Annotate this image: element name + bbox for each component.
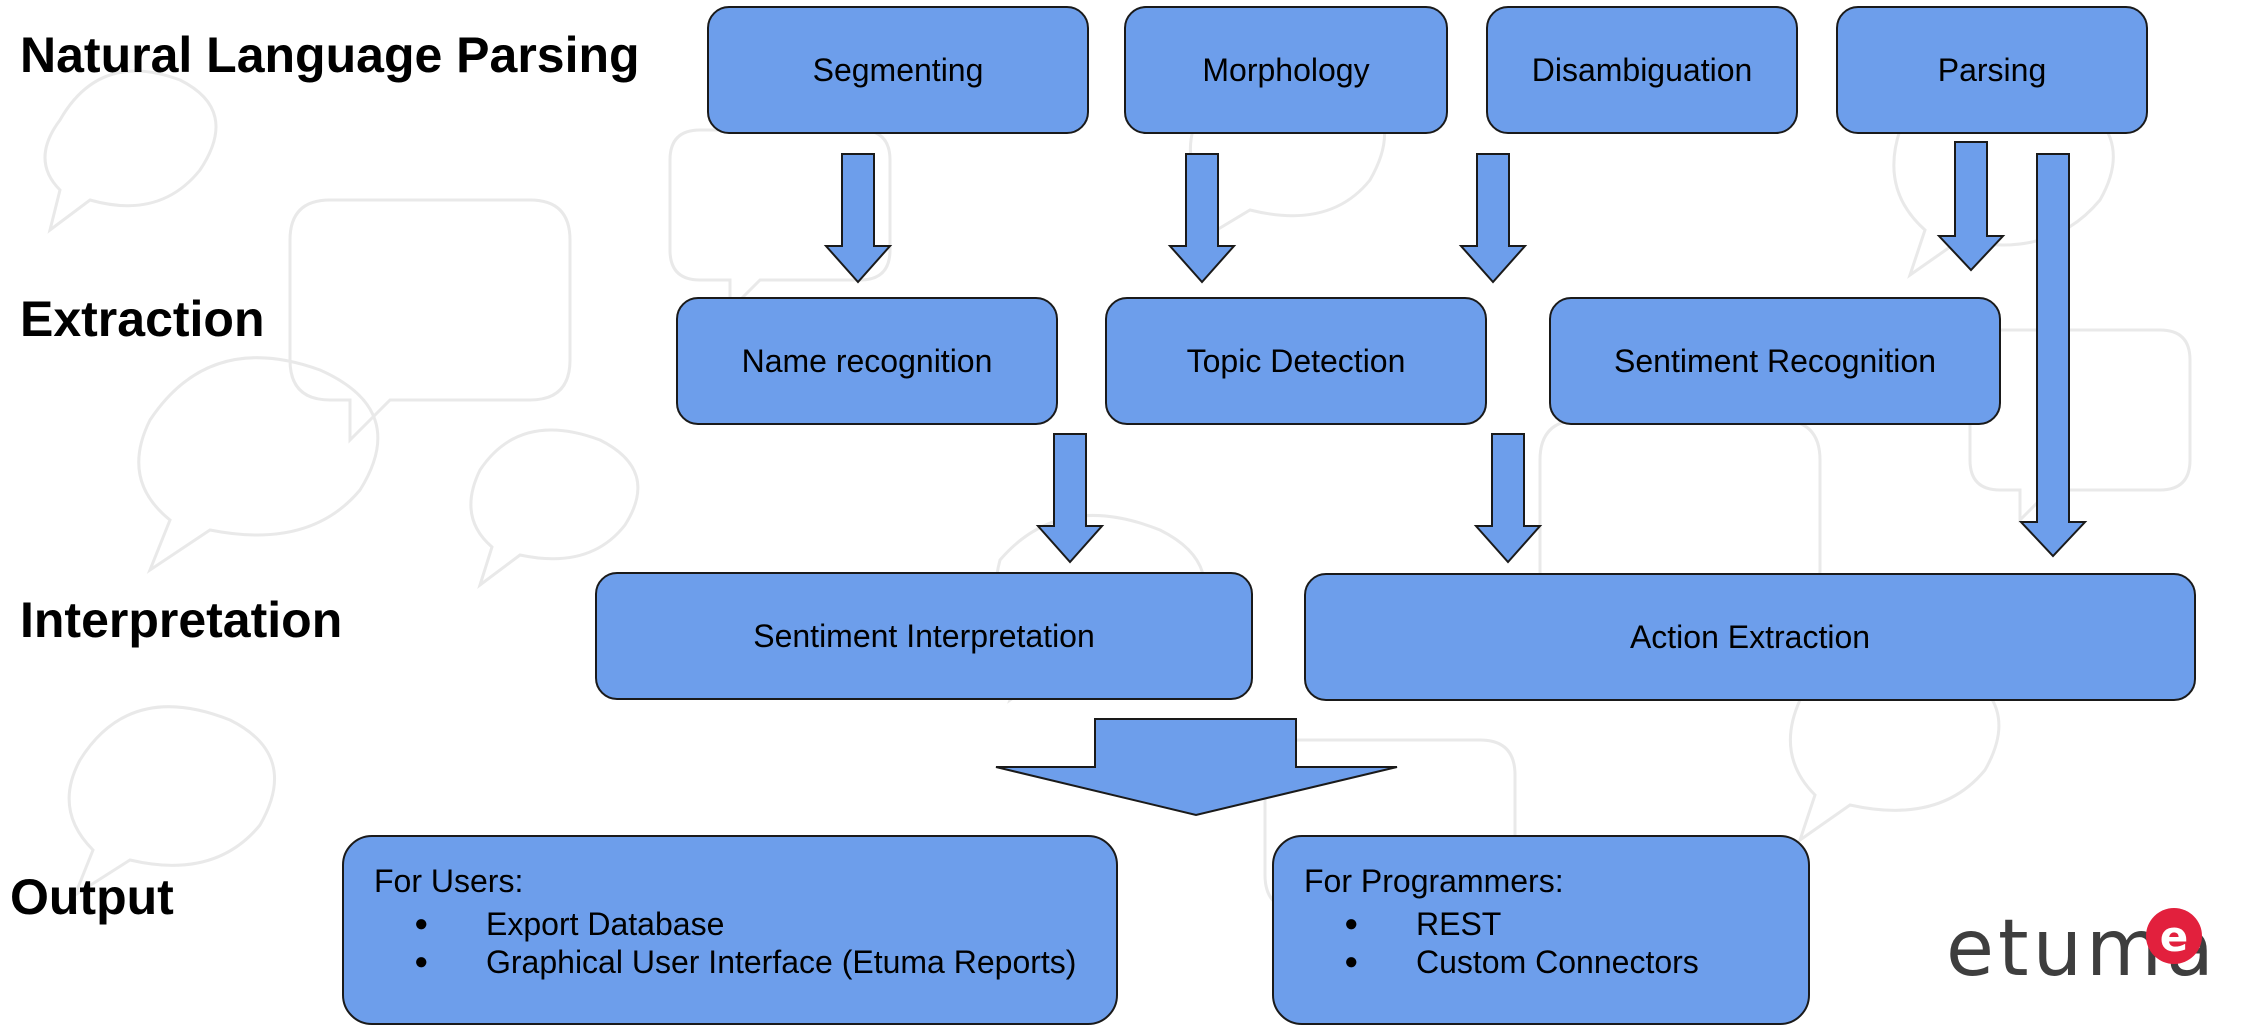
step-name-recognition: Name recognition: [676, 297, 1058, 425]
output-users-list: ● Export Database ● Graphical User Interfa…: [374, 905, 1116, 981]
stage-label-extraction: Extraction: [20, 291, 265, 347]
list-item: ● Custom Connectors: [1304, 943, 1808, 981]
step-sentiment-interpretation: Sentiment Interpretation: [595, 572, 1253, 700]
output-users: For Users: ● Export Database ● Graphical U…: [342, 835, 1118, 1025]
step-morphology: Morphology: [1124, 6, 1448, 134]
output-programmers-heading: For Programmers:: [1304, 863, 1564, 899]
list-item-label: Custom Connectors: [1416, 943, 1699, 980]
list-item: ● REST: [1304, 905, 1808, 943]
step-segmenting: Segmenting: [707, 6, 1089, 134]
step-parsing: Parsing: [1836, 6, 2148, 134]
list-item-label: Export Database: [486, 905, 725, 942]
step-label: Parsing: [1937, 51, 2047, 88]
step-action-extraction: Action Extraction: [1304, 573, 2196, 701]
step-label: Morphology: [1202, 51, 1370, 88]
step-label: Sentiment Recognition: [1614, 342, 1936, 379]
list-item-label: Graphical User Interface (Etuma Reports): [486, 943, 1077, 980]
stage-label-output: Output: [10, 869, 174, 925]
step-label: Action Extraction: [1629, 618, 1871, 655]
stage-label-parsing: Natural Language Parsing: [20, 27, 640, 83]
list-item: ● Export Database: [374, 905, 1116, 943]
step-label: Topic Detection: [1186, 342, 1406, 379]
step-sentiment-recognition: Sentiment Recognition: [1549, 297, 2001, 425]
bullet-icon: ●: [1344, 910, 1359, 937]
output-users-heading: For Users:: [374, 863, 524, 899]
step-label: Segmenting: [812, 51, 984, 88]
step-label: Disambiguation: [1531, 51, 1753, 88]
list-item: ● Graphical User Interface (Etuma Reports…: [374, 943, 1116, 981]
step-label: Name recognition: [741, 342, 993, 379]
stage-label-interpretation: Interpretation: [20, 592, 343, 648]
logo-badge-icon: e: [2146, 908, 2202, 964]
step-disambiguation: Disambiguation: [1486, 6, 1798, 134]
bullet-icon: ●: [414, 948, 429, 975]
output-programmers-list: ● REST ● Custom Connectors: [1304, 905, 1808, 981]
step-topic-detection: Topic Detection: [1105, 297, 1487, 425]
step-label: Sentiment Interpretation: [753, 617, 1095, 654]
bullet-icon: ●: [414, 910, 429, 937]
output-programmers: For Programmers: ● REST ● Custom Connector…: [1272, 835, 1810, 1025]
bullet-icon: ●: [1344, 948, 1359, 975]
list-item-label: REST: [1416, 905, 1502, 942]
